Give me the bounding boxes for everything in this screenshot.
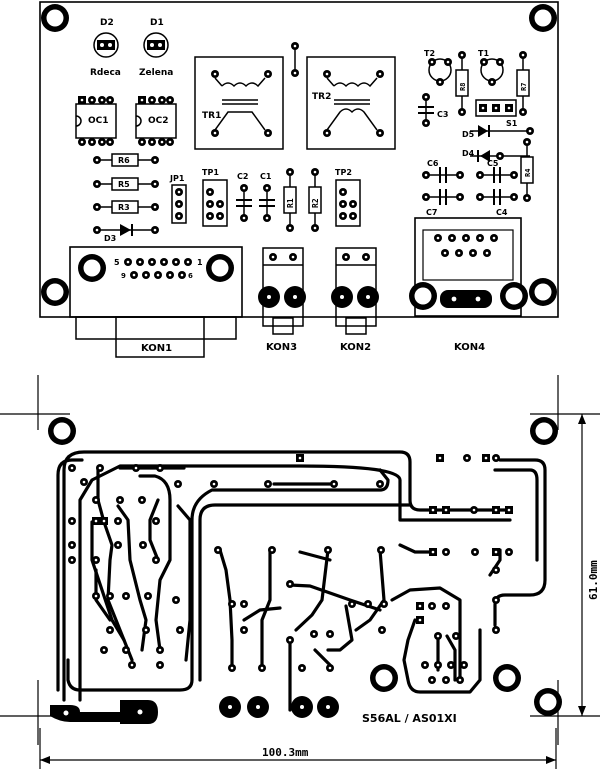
led-d1: [143, 32, 169, 58]
transistor-t2: [428, 58, 452, 86]
transformer-tr1: [194, 56, 284, 150]
connector-kon2: [331, 247, 379, 335]
ground-pour: [50, 700, 158, 724]
label-tr2: TR2: [312, 92, 331, 102]
height-dimension: [578, 414, 586, 716]
diode-d4: [470, 150, 530, 162]
label-kon4: KON4: [454, 342, 485, 353]
label-t1: T1: [478, 49, 489, 58]
copper-traces: [56, 450, 547, 712]
resistor-r6: [93, 153, 159, 167]
label-c1: C1: [260, 172, 272, 181]
width-dimension: [39, 728, 557, 769]
label-r7: R7: [520, 83, 528, 91]
label-c7: C7: [426, 208, 437, 217]
resistor-r4: [520, 138, 534, 202]
label-kon2: KON2: [340, 342, 371, 353]
mounting-hole: [534, 688, 562, 716]
diode-d5: [470, 125, 534, 137]
mounting-hole: [48, 417, 76, 445]
height-dimension-label: 61.0mm: [587, 560, 600, 600]
label-r8: R8: [459, 83, 467, 91]
capacitor-c1: [259, 184, 275, 222]
mounting-hole: [529, 278, 557, 306]
mounting-hole: [41, 278, 69, 306]
label-pin1: 1: [197, 258, 203, 267]
mounting-hole: [529, 4, 557, 32]
label-d1: D1: [150, 18, 164, 28]
transformer-tr2: [306, 56, 396, 150]
label-c6: C6: [427, 159, 439, 168]
label-pin5: 5: [114, 258, 120, 267]
resistor-r8: [455, 51, 469, 116]
label-r1: R1: [286, 198, 295, 208]
capacitor-c7: [422, 189, 464, 205]
resistor-r2: [308, 168, 322, 232]
label-r2: R2: [311, 198, 320, 208]
transistor-t1: [480, 58, 504, 86]
label-s1: S1: [506, 119, 518, 128]
connector-kon4: [409, 217, 528, 317]
trimpot-tp1: [202, 179, 228, 227]
label-zelena: Zelena: [139, 68, 173, 78]
diode-d3: [93, 224, 159, 236]
jumper-jp1: [171, 184, 187, 224]
board-id-label: S56AL / AS01XI: [362, 712, 457, 725]
label-c3: C3: [437, 110, 448, 119]
resistor-r7: [516, 51, 530, 116]
label-r5: R5: [118, 180, 130, 189]
label-d4: D4: [462, 149, 475, 158]
capacitor-c2: [236, 184, 252, 222]
label-c5: C5: [487, 159, 499, 168]
label-pin6: 6: [188, 272, 193, 280]
trimpot-tp2: [335, 179, 361, 227]
led-d2: [93, 32, 119, 58]
label-r3: R3: [118, 203, 130, 212]
mounting-hole: [530, 417, 558, 445]
component-layer: D2 D1 Rdeca Zelena OC1 OC2: [39, 1, 559, 358]
header-s1: [475, 99, 517, 117]
label-tp1: TP1: [202, 168, 219, 177]
label-tp2: TP2: [335, 168, 352, 177]
label-pin9: 9: [121, 272, 126, 280]
mounting-hole: [370, 664, 398, 692]
resistor-r3: [93, 200, 159, 214]
label-oc1: OC1: [88, 116, 109, 126]
label-t2: T2: [424, 49, 435, 58]
label-d3: D3: [104, 234, 116, 243]
label-d2: D2: [100, 18, 114, 28]
capacitor-c4: [476, 189, 518, 205]
optocoupler-oc2: [135, 96, 177, 146]
label-r6: R6: [118, 156, 130, 165]
width-dimension-label: 100.3mm: [262, 746, 309, 759]
copper-layer: S56AL / AS01XI 100.3mm 61.0mm: [0, 375, 600, 769]
label-c4: C4: [496, 208, 508, 217]
resistor-r1: [283, 168, 297, 232]
board-outline: [39, 1, 559, 318]
label-r4: R4: [524, 169, 532, 177]
capacitor-c3: [418, 93, 434, 127]
connector-kon3: [258, 247, 306, 335]
capacitor-c6: [422, 167, 464, 183]
capacitor-c5: [476, 167, 518, 183]
resistor-r5: [93, 177, 159, 191]
label-kon3: KON3: [266, 342, 297, 353]
wire-link: [291, 42, 299, 77]
mounting-hole: [41, 4, 69, 32]
label-d5: D5: [462, 130, 475, 139]
label-jp1: JP1: [169, 174, 185, 183]
label-tr1: TR1: [202, 111, 221, 121]
label-rdeca: Rdeca: [90, 68, 121, 78]
label-kon1: KON1: [141, 343, 172, 354]
label-oc2: OC2: [148, 116, 169, 126]
connector-kon1: [69, 246, 243, 358]
label-c2: C2: [237, 172, 248, 181]
optocoupler-oc1: [75, 96, 117, 146]
mounting-hole: [493, 664, 521, 692]
